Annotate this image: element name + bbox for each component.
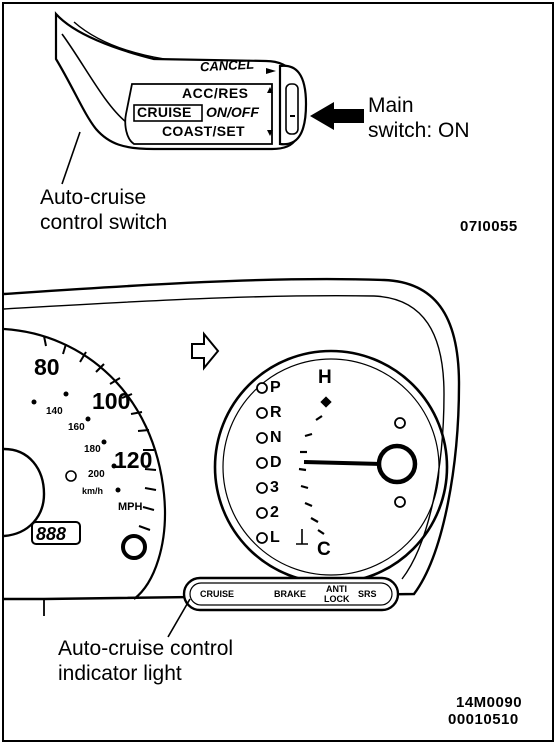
temp-gauge-hub [376,443,418,485]
indicator-callout-line1: Auto-cruise control [58,637,234,660]
gear-d: D [270,454,282,471]
cruise-indicator-label: CRUISE [200,589,235,599]
hot-marker [320,396,332,408]
main-switch-callout-line1: Main [368,94,414,117]
acc-res-label: ACC/RES [182,85,249,101]
cruise-label: CRUISE [137,104,192,120]
anti-lock-label-line1: ANTI [326,584,347,594]
speedometer-ticks [43,335,157,531]
gear-2: 2 [270,504,279,521]
instrument-cluster-illustration [4,277,461,638]
speedometer-face [4,327,166,600]
bottom-figure-code-1: 14M0090 [456,694,523,711]
indicator-leader [167,598,191,638]
control-switch-leader [61,131,81,185]
gear-3: 3 [270,479,279,496]
diagram-frame: CANCEL ACC/RES CRUISE ON/OFF COAST/SET M… [2,2,554,742]
switch-panel [124,83,273,145]
cancel-label: CANCEL [199,56,255,75]
indicator-callout-line2: indicator light [58,662,182,685]
anti-lock-label-line2: LOCK [324,594,350,604]
srs-indicator-label: SRS [358,589,377,599]
mph-tick-120: 120 [114,447,153,473]
turn-signal-arrow-icon [191,331,220,371]
main-switch-arrow [310,102,364,130]
control-switch-illustration [54,11,364,185]
cruise-label-box [133,104,203,122]
speedometer-hub [4,447,46,538]
control-switch-callout-line2: control switch [40,211,168,234]
brake-indicator-label: BRAKE [274,589,307,599]
temp-gauge-ticks [298,415,325,535]
kmh-tick-200: 200 [88,469,105,480]
main-switch-callout-line2: switch: ON [368,119,470,142]
kmh-tick-140: 140 [46,406,63,417]
bottom-figure-code-2: 00010510 [448,711,519,728]
odometer-display: 888 [36,524,67,544]
gear-indicator-dots [256,382,268,544]
temp-gauge-needle [303,460,385,466]
gear-l: L [270,529,280,546]
warning-light-panel [182,576,400,612]
top-figure-code: 07I0055 [460,218,518,235]
kmh-unit: km/h [82,486,104,496]
trip-reset-knob [121,534,147,560]
gear-n: N [270,429,282,446]
gear-p: P [270,379,281,396]
temp-hot-label: H [318,367,332,388]
temp-cold-label: C [317,539,331,560]
cluster-housing [4,277,461,601]
coast-set-label: COAST/SET [162,123,245,139]
on-off-label: ON/OFF [206,104,259,120]
kmh-tick-180: 180 [84,444,101,455]
mph-tick-100: 100 [92,388,131,414]
mph-tick-80: 80 [34,354,60,380]
kmh-tick-160: 160 [68,422,85,433]
mph-unit: MPH [118,501,143,513]
gear-r: R [270,404,282,421]
odometer-box [31,521,81,545]
control-switch-callout-line1: Auto-cruise [40,186,147,209]
